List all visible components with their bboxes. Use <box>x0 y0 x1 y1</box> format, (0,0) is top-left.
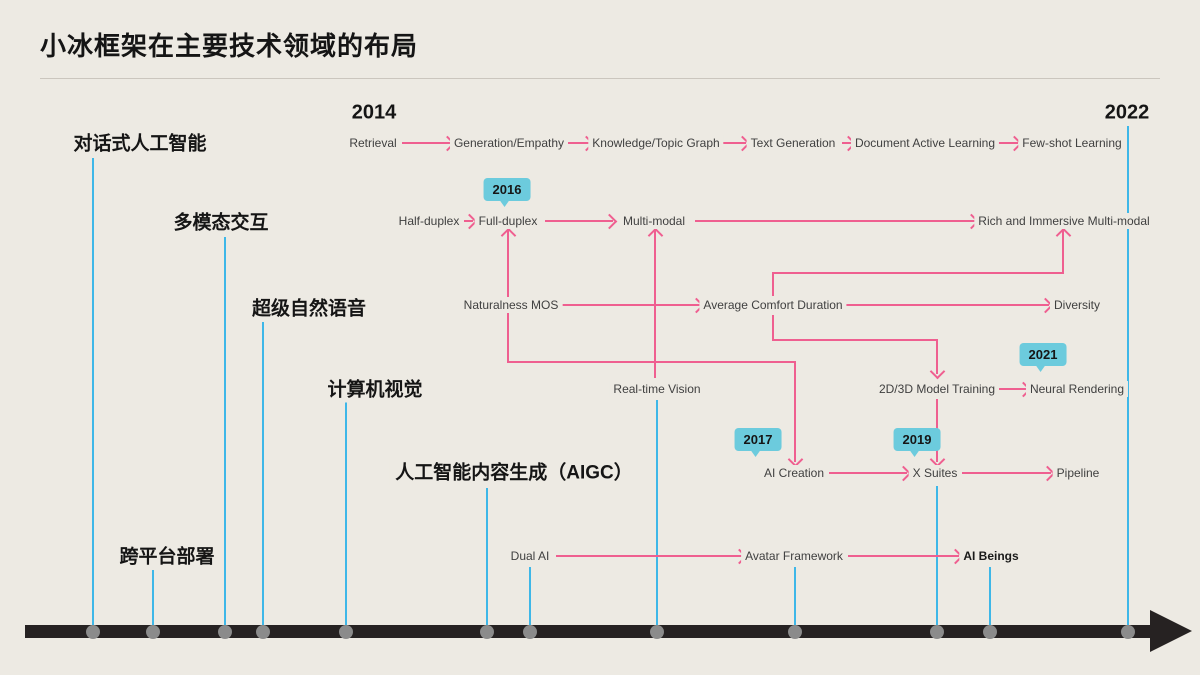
term-x-suites: X Suites <box>908 465 962 481</box>
connector-line <box>845 304 1049 306</box>
term-dual-ai: Dual AI <box>506 548 554 564</box>
timeline-dot <box>983 625 997 639</box>
term-pipeline: Pipeline <box>1052 465 1104 481</box>
connector-line <box>997 142 1018 144</box>
connector-line <box>829 472 907 474</box>
term-retrieval: Retrieval <box>345 135 401 151</box>
connector-line <box>772 272 1064 274</box>
arrowhead-icon <box>601 213 618 230</box>
connector-line <box>794 361 796 462</box>
connector-line <box>695 220 975 222</box>
timeline-dot <box>788 625 802 639</box>
category-stem-line <box>486 488 488 631</box>
connector-line <box>507 230 509 363</box>
timeline-dot <box>146 625 160 639</box>
category-stem-line <box>345 402 347 631</box>
connector-line <box>999 388 1027 390</box>
connector-line <box>545 220 613 222</box>
connector-line <box>772 273 774 296</box>
term-half-duplex: Half-duplex <box>394 213 464 229</box>
term-real-time-vision: Real-time Vision <box>609 381 705 397</box>
timeline-axis <box>25 625 1155 638</box>
year-end-stem-line <box>1127 126 1129 631</box>
term-stem-line <box>794 567 796 631</box>
connector-line <box>568 142 590 144</box>
term-knowledge-topic-graph: Knowledge/Topic Graph <box>588 135 724 151</box>
term-text-generation: Text Generation <box>746 135 840 151</box>
term-naturalness-mos: Naturalness MOS <box>459 297 563 313</box>
category-super-natural-voice: 超级自然语音 <box>245 292 373 322</box>
header-divider <box>40 78 1160 79</box>
category-stem-line <box>92 158 94 631</box>
category-cross-platform-deployment: 跨平台部署 <box>113 540 221 570</box>
category-conversational-ai: 对话式人工智能 <box>67 127 213 157</box>
term-document-active-learning: Document Active Learning <box>850 135 1000 151</box>
term-diversity: Diversity <box>1049 297 1105 313</box>
term-avatar-framework: Avatar Framework <box>741 548 847 564</box>
term-multi-modal: Multi-modal <box>618 213 690 229</box>
term-ai-beings: AI Beings <box>959 548 1023 564</box>
timeline-dot <box>480 625 494 639</box>
term-stem-line <box>936 486 938 631</box>
year-end-label: 2022 <box>1104 101 1150 124</box>
timeline-dot <box>650 625 664 639</box>
term-full-duplex: Full-duplex <box>474 213 542 229</box>
term-rich-immersive-multi-modal: Rich and Immersive Multi-modal <box>974 213 1154 229</box>
badge-2019: 2019 <box>893 428 941 457</box>
arrowhead-icon <box>1055 227 1072 244</box>
category-stem-line <box>152 570 154 631</box>
connector-line <box>842 142 852 144</box>
timeline-dot <box>218 625 232 639</box>
timeline-arrow-icon <box>1150 610 1192 652</box>
category-stem-line <box>262 322 264 631</box>
term-ai-creation: AI Creation <box>759 465 829 481</box>
arrowhead-icon <box>929 363 946 380</box>
timeline-dot <box>1121 625 1135 639</box>
term-stem-line <box>989 567 991 631</box>
term-generation-empathy: Generation/Empathy <box>449 135 569 151</box>
connector-line <box>962 472 1051 474</box>
connector-line <box>936 339 938 374</box>
term-neural-rendering: Neural Rendering <box>1025 381 1129 397</box>
term-average-comfort-duration: Average Comfort Duration <box>699 297 847 313</box>
term-stem-line <box>529 567 531 631</box>
connector-line <box>722 142 746 144</box>
category-computer-vision: 计算机视觉 <box>321 373 429 403</box>
badge-2021: 2021 <box>1019 343 1067 372</box>
page-title: 小冰框架在主要技术领域的布局 <box>40 31 419 61</box>
connector-line <box>1062 230 1064 274</box>
connector-line <box>507 361 796 363</box>
year-start-label: 2014 <box>351 101 397 124</box>
timeline-dot <box>523 625 537 639</box>
connector-line <box>772 315 774 341</box>
connector-line <box>654 230 656 378</box>
timeline-dot <box>86 625 100 639</box>
category-multimodal-interaction: 多模态交互 <box>167 206 275 236</box>
term-stem-line <box>656 400 658 631</box>
connector-line <box>848 555 959 557</box>
connector-line <box>402 142 451 144</box>
connector-line <box>560 304 700 306</box>
timeline-dot <box>256 625 270 639</box>
term-2d3d-model-training: 2D/3D Model Training <box>874 381 1000 397</box>
term-few-shot-learning: Few-shot Learning <box>1018 135 1126 151</box>
arrowhead-icon <box>500 227 517 244</box>
arrowhead-icon <box>647 227 664 244</box>
category-aigc: 人工智能内容生成（AIGC） <box>389 456 639 486</box>
badge-2016: 2016 <box>483 178 531 207</box>
connector-line <box>464 220 473 222</box>
timeline-dot <box>339 625 353 639</box>
connector-line <box>772 339 938 341</box>
timeline-dot <box>930 625 944 639</box>
connector-line <box>556 555 743 557</box>
badge-2017: 2017 <box>734 428 782 457</box>
category-stem-line <box>224 237 226 631</box>
